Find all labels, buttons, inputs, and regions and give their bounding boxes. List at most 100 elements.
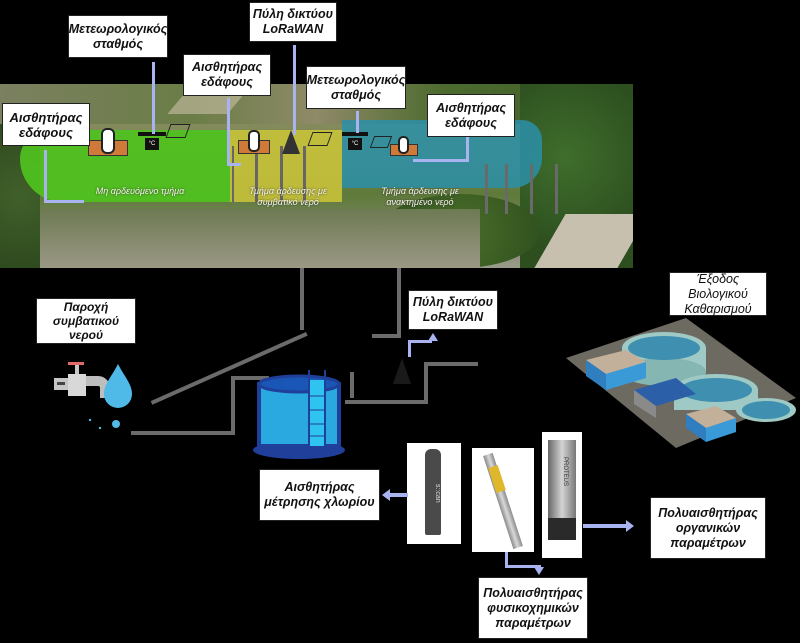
label-line: εδάφους bbox=[19, 124, 73, 140]
organic-sensor-base bbox=[548, 518, 576, 540]
organic-sensor-brand: PROTEUS bbox=[562, 457, 568, 487]
label-line: Πολυαισθητήρας bbox=[658, 505, 758, 520]
arrow-soil-right-h bbox=[413, 159, 469, 162]
label-soil-sensor-middle: Αισθητήρας εδάφους bbox=[183, 54, 271, 96]
irrigation-post bbox=[303, 146, 306, 202]
arrow-head-left bbox=[382, 489, 390, 501]
arrow-lorawan-bottom-v bbox=[408, 340, 411, 357]
arrow-soil-middle-h bbox=[227, 163, 241, 166]
irrigation-post bbox=[505, 164, 508, 214]
arrow-lorawan-top bbox=[293, 45, 296, 135]
label-line: συμβατικού bbox=[52, 314, 120, 328]
label-line: Καθαρισμού bbox=[684, 301, 752, 316]
zone-label-non-irrigated: Μη αρδευόμενο τμήμα bbox=[80, 186, 200, 197]
physicochemical-sensor-band bbox=[488, 465, 506, 493]
irrigation-post bbox=[530, 164, 533, 214]
label-line: εδάφους bbox=[201, 75, 253, 89]
ground-foreground bbox=[40, 209, 480, 268]
zone-label-line: ανακτημένο νερό bbox=[386, 197, 454, 207]
irrigation-post bbox=[232, 146, 234, 202]
organic-sensor-photo: PROTEUS bbox=[542, 432, 582, 558]
label-line: Αισθητήρας bbox=[435, 100, 507, 115]
label-line: νερού bbox=[68, 328, 104, 342]
label-line: παραμέτρων bbox=[670, 535, 746, 550]
label-line: Έξοδος bbox=[696, 271, 740, 286]
irrigation-post bbox=[555, 164, 558, 214]
pipe-field-conventional bbox=[300, 268, 304, 330]
irrigation-post bbox=[255, 146, 258, 202]
pipe-tap-to-tank bbox=[131, 431, 235, 435]
label-line: Αισθητήρας bbox=[191, 60, 263, 74]
arrow-weather-right bbox=[356, 111, 359, 133]
label-line: εδάφους bbox=[445, 115, 497, 130]
zone-label-line: Τμήμα άρδευσης με bbox=[249, 186, 327, 196]
pipe-tank-outlet bbox=[345, 400, 427, 404]
label-line: Βιολογικού bbox=[688, 286, 748, 301]
zone-label-line: Τμήμα άρδευσης με bbox=[381, 186, 459, 196]
arrow-lorawan-bottom-h bbox=[408, 340, 432, 343]
arrow-soil-middle bbox=[227, 98, 230, 163]
pipe-reclaimed-h bbox=[372, 334, 401, 338]
label-physicochemical-multisensor: Πολυαισθητήρας φυσικοχημικών παραμέτρων bbox=[478, 577, 588, 639]
soil-sensor-probe-icon bbox=[101, 128, 115, 154]
chlorine-sensor-photo: s::can bbox=[407, 443, 461, 544]
label-line: Πύλη δικτύου bbox=[252, 7, 334, 21]
zone-label-reclaimed: Τμήμα άρδευσης με ανακτημένο νερό bbox=[360, 186, 480, 208]
thermometer-icon: °C bbox=[348, 138, 362, 150]
pipe-tank-outlet-v bbox=[350, 372, 354, 398]
pipe-field-reclaimed bbox=[397, 268, 401, 338]
label-line: Πύλη δικτύου bbox=[412, 295, 494, 309]
zone-label-line: Μη αρδευόμενο τμήμα bbox=[95, 186, 185, 196]
antenna-tower-icon bbox=[393, 358, 411, 384]
zone-label-line: συμβατικό νερό bbox=[257, 197, 319, 207]
chlorine-sensor-body bbox=[425, 449, 441, 535]
physicochemical-sensor-photo bbox=[472, 448, 534, 552]
treatment-plant-icon bbox=[566, 318, 796, 448]
label-line: Αισθητήρας bbox=[284, 480, 355, 494]
label-organic-multisensor: Πολυαισθητήρας οργανικών παραμέτρων bbox=[650, 497, 766, 559]
label-lorawan-gateway-top: Πύλη δικτύου LoRaWAN bbox=[249, 2, 337, 42]
soil-sensor-probe-icon bbox=[398, 136, 409, 154]
label-conventional-water-supply: Παροχή συμβατικού νερού bbox=[36, 298, 136, 344]
antenna-tower-icon bbox=[282, 130, 300, 154]
pipe-tank-vertical bbox=[231, 376, 235, 435]
arrow-organic-sensor bbox=[583, 524, 627, 528]
pipe-tank-top bbox=[231, 376, 269, 380]
arrow-physicochemical-v bbox=[505, 552, 508, 568]
thermometer-icon: °C bbox=[145, 138, 159, 150]
label-line: οργανικών bbox=[675, 520, 741, 535]
weather-station-icon bbox=[342, 132, 368, 136]
label-line: σταθμός bbox=[331, 87, 381, 102]
arrow-head-down bbox=[534, 567, 544, 575]
arrow-chlorine-sensor bbox=[388, 493, 408, 497]
arrow-weather-left bbox=[152, 62, 155, 134]
label-biological-treatment-outlet: Έξοδος Βιολογικού Καθαρισμού bbox=[669, 272, 767, 316]
label-line: σταθμός bbox=[93, 36, 143, 51]
zone-label-conventional: Τμήμα άρδευσης με συμβατικό νερό bbox=[228, 186, 348, 208]
soil-sensor-probe-icon bbox=[248, 130, 260, 152]
label-line: Παροχή bbox=[63, 300, 109, 314]
arrow-physicochemical-h bbox=[505, 565, 541, 568]
arrow-head-up bbox=[428, 333, 438, 341]
label-line: Αισθητήρας bbox=[9, 109, 83, 125]
arrow-soil-right bbox=[466, 132, 469, 160]
arrow-head-right bbox=[626, 520, 634, 532]
arrow-soil-left bbox=[44, 150, 47, 200]
label-line: Μετεωρολογικός bbox=[68, 21, 168, 36]
label-lorawan-gateway-bottom: Πύλη δικτύου LoRaWAN bbox=[408, 290, 498, 330]
label-line: LoRaWAN bbox=[422, 310, 484, 324]
label-weather-station-left: Μετεωρολογικός σταθμός bbox=[68, 15, 168, 58]
label-line: φυσικοχημικών bbox=[487, 600, 579, 615]
label-line: Πολυαισθητήρας bbox=[483, 585, 583, 600]
label-soil-sensor-left: Αισθητήρας εδάφους bbox=[2, 103, 90, 146]
water-tank-icon bbox=[253, 366, 348, 461]
pipe-outlet-to-plant bbox=[424, 362, 478, 366]
label-line: Μετεωρολογικός bbox=[306, 72, 406, 87]
irrigation-post bbox=[485, 164, 488, 214]
arrow-soil-left-h bbox=[44, 200, 84, 203]
organic-sensor-body bbox=[548, 440, 576, 518]
label-weather-station-right: Μετεωρολογικός σταθμός bbox=[306, 66, 406, 109]
pipe-outlet-riser bbox=[424, 362, 428, 404]
label-soil-sensor-right: Αισθητήρας εδάφους bbox=[427, 94, 515, 137]
label-line: παραμέτρων bbox=[495, 615, 571, 630]
